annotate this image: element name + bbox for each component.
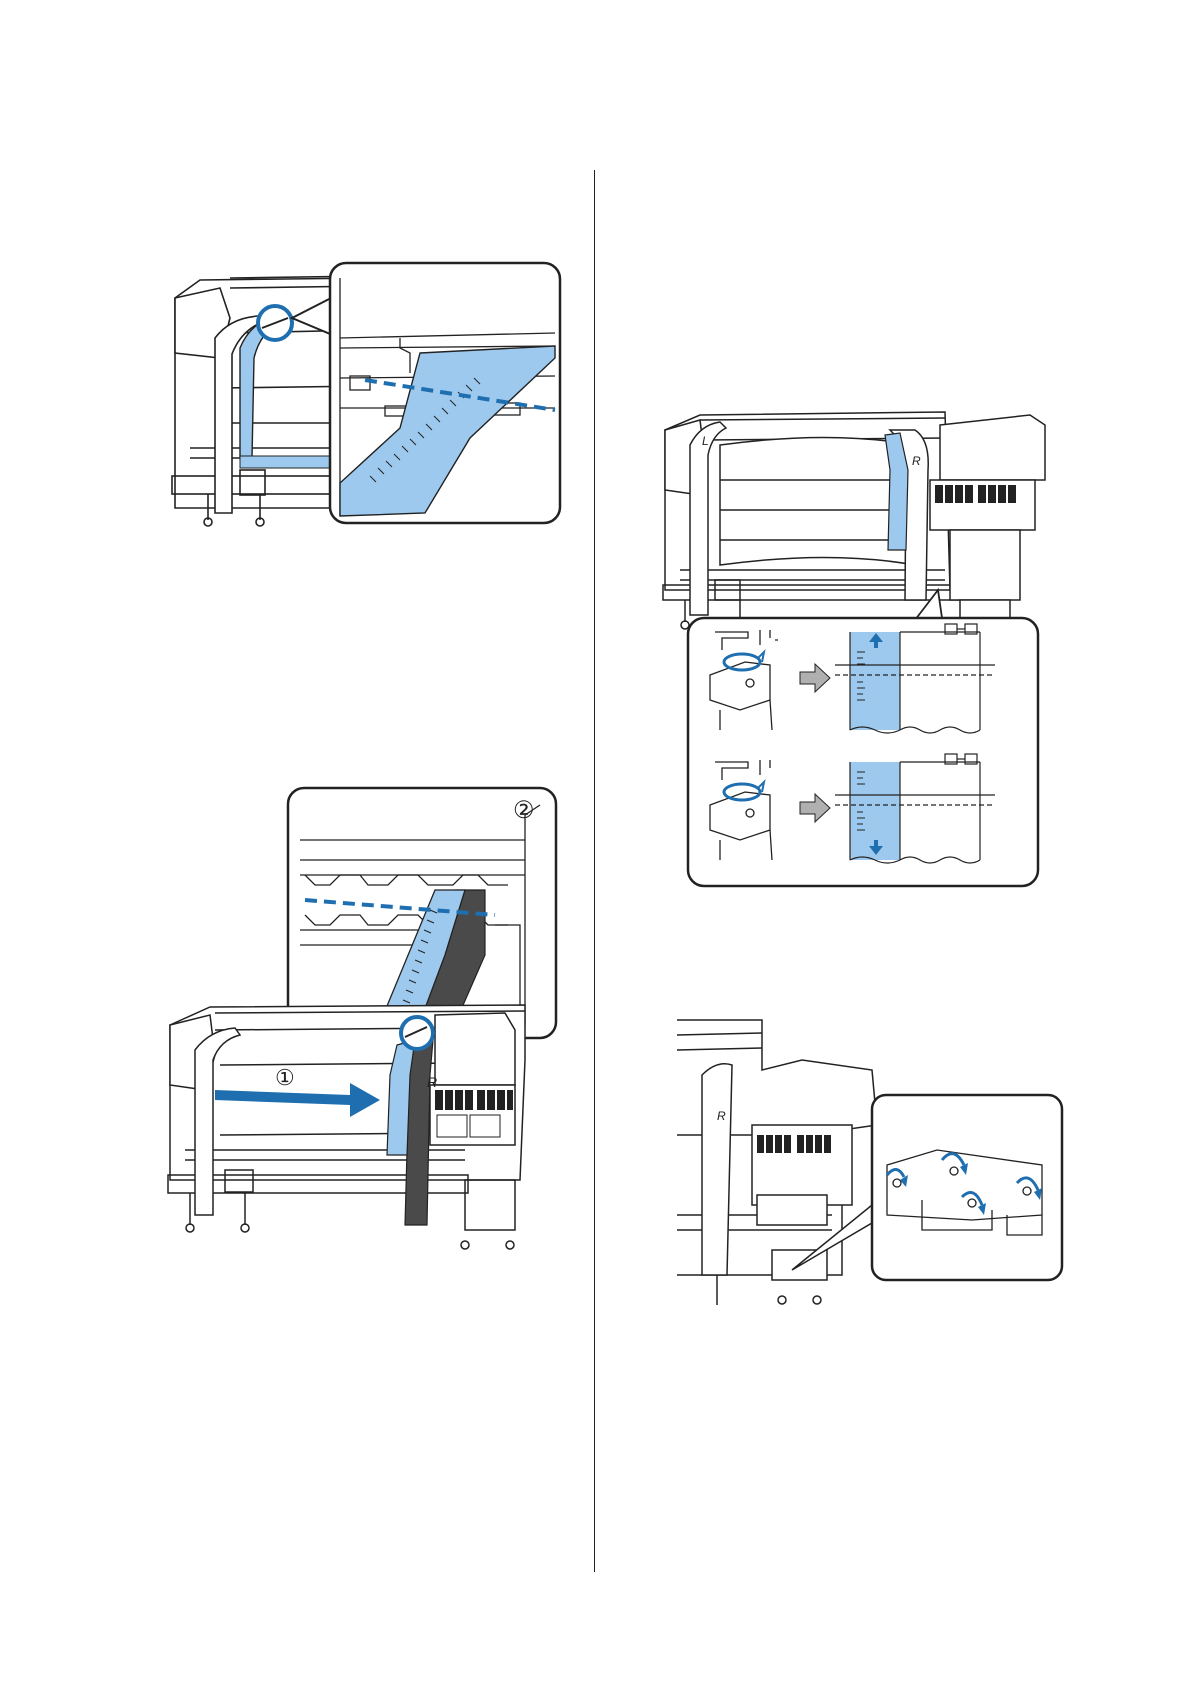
figure-4-svg: R	[672, 1015, 1067, 1315]
figure-3-adjust-media-height: L R	[660, 400, 1070, 938]
strap-label-right: R	[717, 1109, 726, 1123]
figure-2-feed-media-right: ②	[165, 785, 565, 1265]
figure-1-printer-media-alignment	[170, 258, 565, 528]
figure-3-svg: L R	[660, 400, 1070, 938]
strap-label-right: R	[427, 1074, 437, 1090]
figure-2-svg: ②	[165, 785, 565, 1265]
strap-label-right: R	[912, 454, 921, 468]
figure-4-tighten-screws: R	[672, 1015, 1067, 1315]
column-divider	[594, 170, 595, 1572]
strap-label-left: L	[702, 434, 709, 448]
step-1-marker: ①	[275, 1065, 295, 1090]
figure-1-svg	[170, 258, 565, 528]
